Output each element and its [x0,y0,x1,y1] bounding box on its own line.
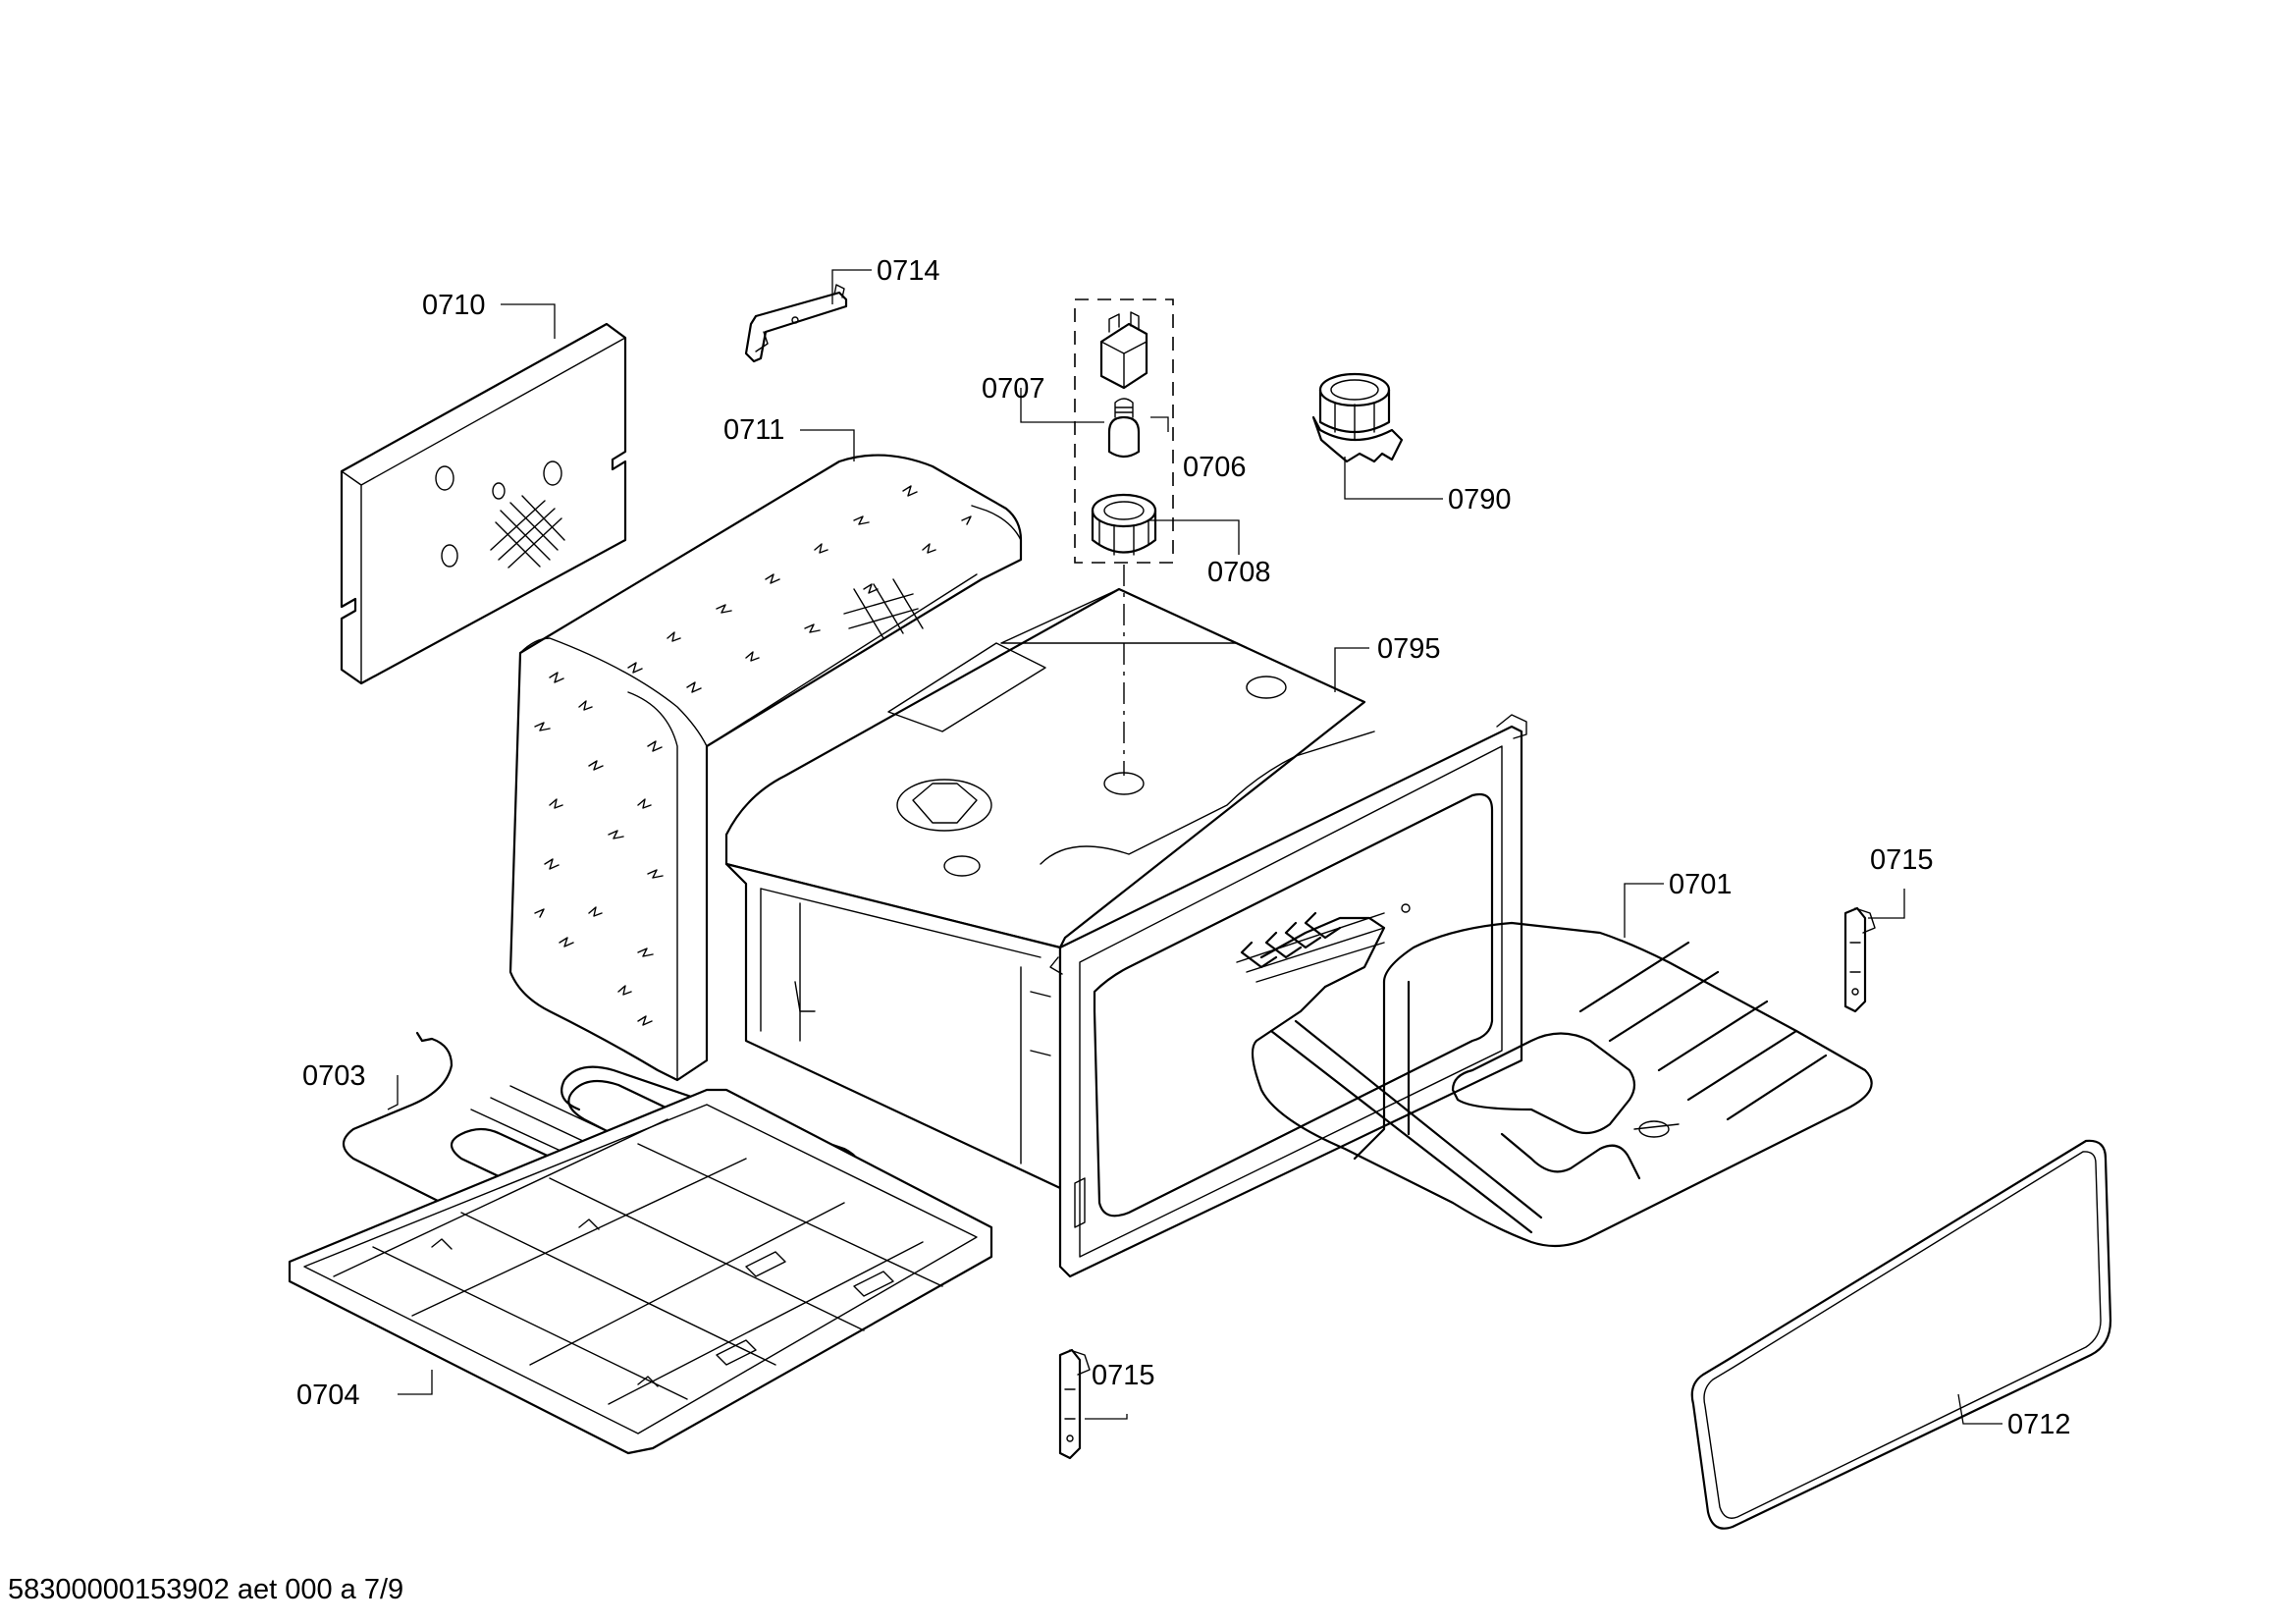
part-0704-bottom-plate[interactable] [288,1088,993,1455]
label-0795: 0795 [1377,633,1441,665]
part-0715-bracket-right[interactable] [1843,906,1876,1013]
label-0704: 0704 [296,1380,360,1411]
label-0715-right: 0715 [1870,844,1934,876]
label-0708: 0708 [1207,557,1271,588]
label-0715-bottom: 0715 [1092,1360,1155,1391]
part-0712-door-gasket[interactable] [1690,1139,2112,1530]
document-footer: 58300000153902 aet 000 a 7/9 [8,1574,404,1605]
label-0714: 0714 [877,255,940,287]
part-labels: 0710 0714 0707 0706 0708 0790 0711 0795 … [296,255,2071,1440]
label-0706: 0706 [1183,452,1247,483]
lamp-assembly[interactable] [1074,298,1174,564]
part-0701-heating-element[interactable] [1240,911,1873,1248]
part-0714-bracket[interactable] [744,284,848,363]
label-0711: 0711 [723,414,784,446]
label-0710: 0710 [422,290,486,321]
label-0701: 0701 [1669,869,1733,900]
part-0790-housing[interactable] [1311,372,1404,463]
label-0790: 0790 [1448,484,1512,515]
part-0710-insulation-panel[interactable] [340,322,627,685]
label-0703: 0703 [302,1060,366,1092]
part-0711-insulation-wrap[interactable] [508,454,1023,1082]
label-0712: 0712 [2007,1409,2071,1440]
part-0715-bracket-bottom[interactable] [1058,1348,1091,1460]
part-0795-oven-cavity[interactable] [724,587,1527,1278]
label-0707: 0707 [982,373,1045,405]
leader-lines [387,269,2002,1425]
